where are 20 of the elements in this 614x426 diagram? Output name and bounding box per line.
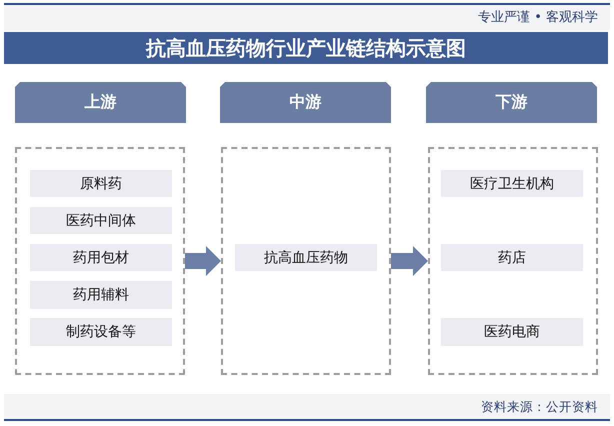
source-note: 资料来源：公开资料	[481, 399, 598, 415]
stage-header: 上游	[15, 82, 186, 123]
dashed-group-frame	[15, 147, 185, 375]
chain-item: 药店	[441, 244, 583, 271]
dashed-group-frame	[221, 147, 391, 375]
chain-item: 医药电商	[441, 318, 583, 346]
chain-item: 原料药	[30, 170, 172, 197]
dashed-group-frame	[428, 147, 598, 375]
stage-header: 中游	[220, 82, 391, 123]
chain-item: 医药中间体	[30, 207, 172, 234]
arrow	[185, 246, 221, 276]
title-banner: 抗高血压药物行业产业链结构示意图	[4, 32, 608, 64]
chain-item: 制药设备等	[30, 318, 172, 346]
stage-header: 下游	[426, 82, 597, 123]
arrow	[391, 246, 428, 276]
chain-item: 药用辅料	[30, 281, 172, 309]
chain-item: 抗高血压药物	[235, 244, 377, 271]
slogan-text: 专业严谨 • 客观科学	[478, 10, 598, 26]
chain-item: 医疗卫生机构	[441, 170, 583, 197]
chain-item: 药用包材	[30, 244, 172, 271]
